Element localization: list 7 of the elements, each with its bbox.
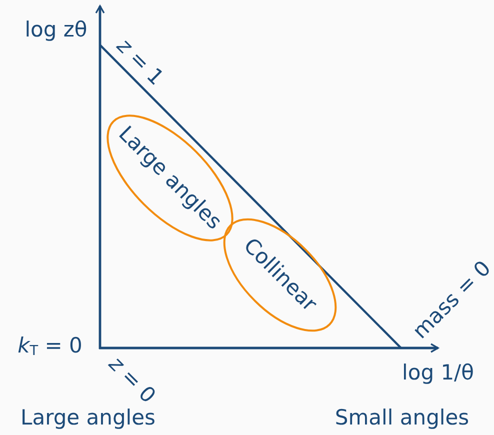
axis-label: k$_{T}$ = 0 [18, 335, 82, 359]
region-caption: Large angles [20, 408, 156, 428]
region-caption: Small angles [334, 408, 470, 428]
axis-label: log 1/θ [402, 362, 474, 384]
line-label: z = 0 [105, 353, 159, 407]
line-label: z = 1 [113, 35, 167, 89]
axis-label: log zθ [24, 20, 88, 40]
